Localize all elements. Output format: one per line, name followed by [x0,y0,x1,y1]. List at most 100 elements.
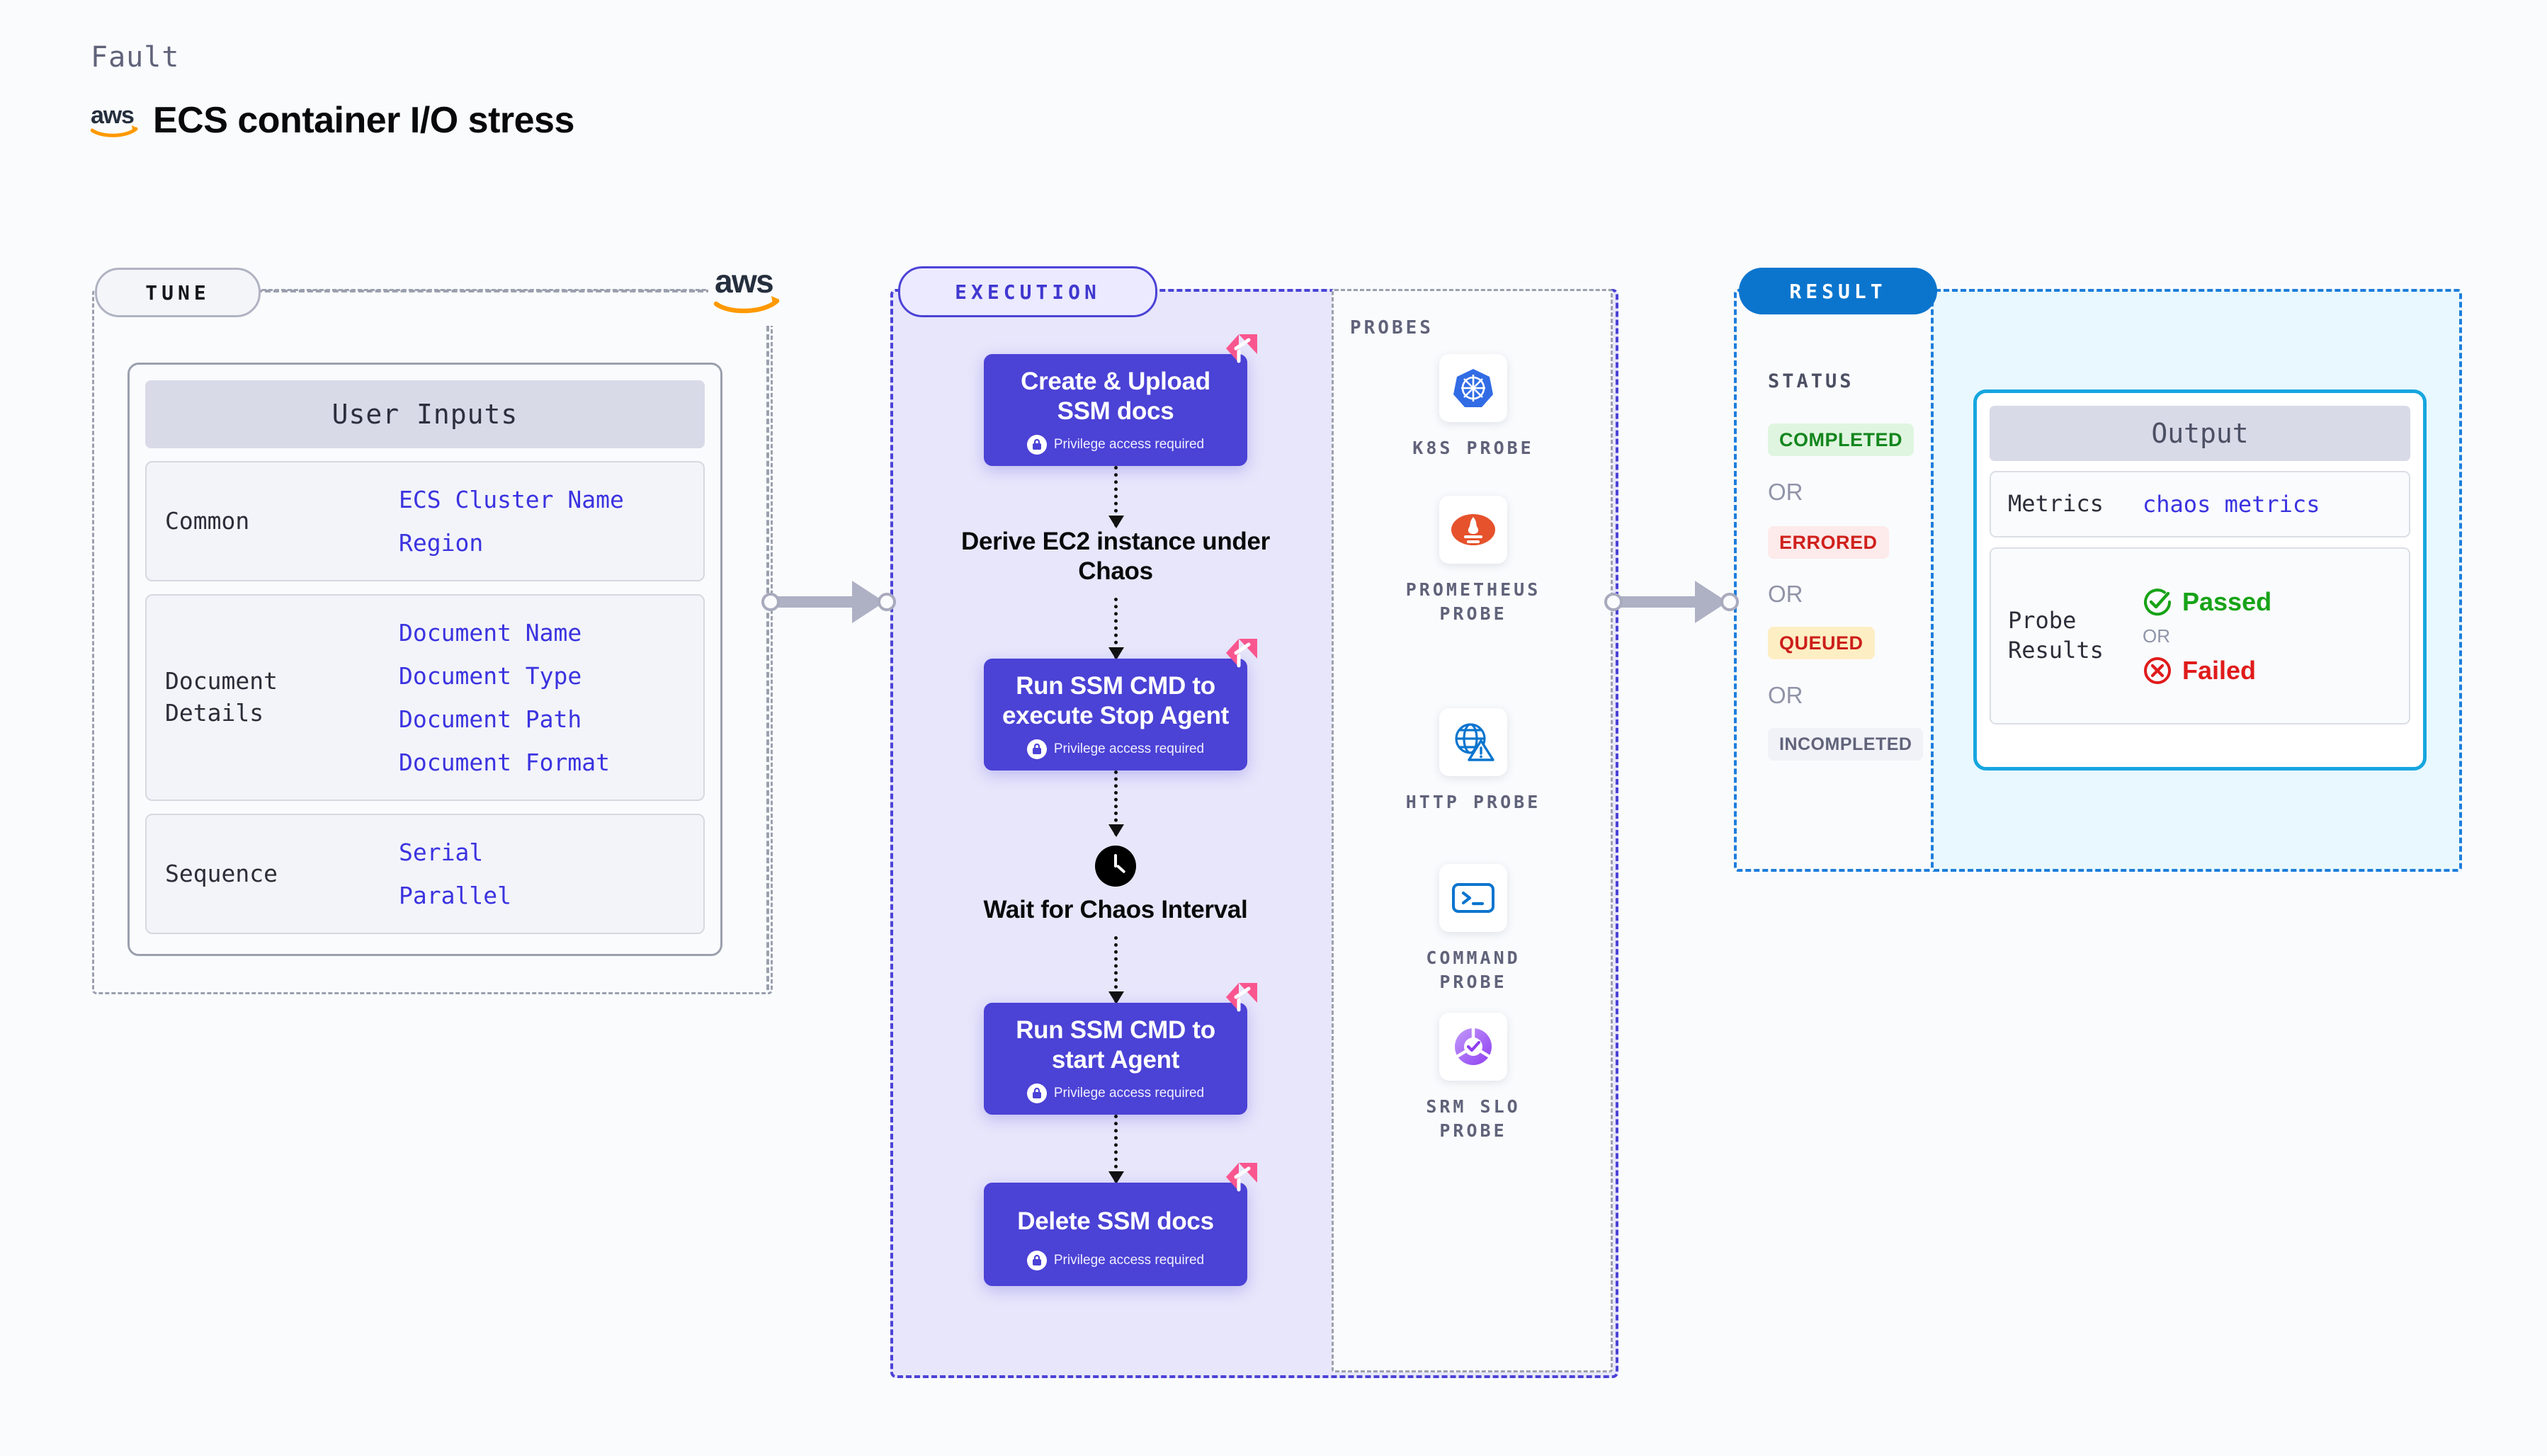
check-circle-icon [2143,587,2172,617]
aws-logo: aws [91,102,139,139]
arrow-bar [1618,596,1699,608]
flow-connector-line [1108,770,1124,837]
input-item[interactable]: Document Format [399,749,611,776]
failed-label: Failed [2182,655,2257,685]
output-title: Output [1990,406,2410,461]
step-run-ssm-cmd-start-agent[interactable]: Run SSM CMD to start Agent Privilege acc… [984,983,1257,1115]
kubernetes-icon [1439,354,1507,422]
privilege-text: Privilege access required [1053,437,1205,452]
probe-command[interactable]: COMMAND PROBE [1388,864,1558,994]
flow-connector-line [1108,466,1124,528]
group-name: Common [165,506,250,535]
output-key: Metrics [2008,490,2104,518]
input-item[interactable]: Document Type [399,662,582,690]
probe-label: SRM SLO PROBE [1426,1096,1521,1141]
group-values: ECS Cluster Name Region [399,486,624,557]
arrow-start-dot [761,593,780,611]
srm-slo-icon [1439,1013,1507,1081]
clock-icon [1095,846,1136,887]
probes-panel [1332,289,1613,1372]
probe-result-values: Passed OR Failed [2143,587,2271,686]
arrow-bar [776,596,856,608]
status-badge-completed: COMPLETED [1768,423,1914,456]
step-run-ssm-cmd-stop-agent[interactable]: Run SSM CMD to execute Stop Agent Privil… [984,639,1257,770]
or-label: OR [1768,479,1803,505]
step-create-upload-ssm-docs[interactable]: Create & Upload SSM docs Privilege acces… [984,334,1257,466]
output-row-probe-results: Probe Results Passed OR [1990,547,2410,724]
output-key: Probe Results [2008,607,2104,664]
group-name: Sequence [165,859,278,887]
tune-to-execution-arrow [761,581,896,623]
command-terminal-icon [1439,864,1507,932]
result-label[interactable]: RESULT [1739,268,1937,314]
output-value-metrics[interactable]: chaos metrics [2143,491,2320,518]
arrow-end-dot [1720,593,1739,611]
privilege-note: Privilege access required [1001,1251,1230,1270]
status-badge-queued: QUEUED [1768,627,1875,659]
privilege-note: Privilege access required [1001,739,1230,759]
lock-icon [1026,435,1047,455]
harness-flag-icon [1218,333,1260,370]
privilege-text: Privilege access required [1053,1253,1205,1268]
probe-srm-slo[interactable]: SRM SLO PROBE [1388,1013,1558,1143]
harness-flag-icon [1218,982,1260,1018]
privilege-note: Privilege access required [1001,1084,1230,1103]
input-item[interactable]: Parallel [399,882,511,909]
input-item[interactable]: ECS Cluster Name [399,486,624,513]
step-derive-ec2-instance: Derive EC2 instance under Chaos [961,528,1270,585]
input-item[interactable]: Region [399,529,484,557]
probes-title: PROBES [1350,317,1434,339]
execution-flow: Create & Upload SSM docs Privilege acces… [953,334,1278,1286]
input-group-document-details: Document Details Document Name Document … [145,594,705,801]
harness-flag-icon [1218,1161,1260,1198]
status-badge-incompleted: INCOMPLETED [1768,728,1924,761]
user-inputs-card: User Inputs Common ECS Cluster Name Regi… [127,363,722,956]
svg-text:aws: aws [91,102,134,129]
lock-icon [1026,1251,1047,1270]
status-badge-errored: ERRORED [1768,526,1889,559]
flow-connector-line [1108,936,1124,1004]
svg-text:aws: aws [715,263,773,300]
passed-label: Passed [2182,586,2272,616]
flow-connector-line [1108,598,1124,660]
x-circle-icon [2143,656,2172,686]
probe-label: HTTP PROBE [1405,792,1541,812]
lock-icon [1026,1084,1047,1103]
tune-label[interactable]: TUNE [95,268,261,317]
or-label: OR [1768,682,1803,708]
step-title: Run SSM CMD to execute Stop Agent [1002,672,1230,729]
execution-label[interactable]: EXECUTION [898,266,1157,317]
group-name: Document Details [165,667,278,727]
step-title: Delete SSM docs [1017,1207,1214,1235]
http-globe-warning-icon [1439,708,1507,776]
step-delete-ssm-docs[interactable]: Delete SSM docs Privilege access require… [984,1163,1257,1286]
step-title: Run SSM CMD to start Agent [1016,1016,1215,1074]
privilege-note: Privilege access required [1001,435,1230,455]
privilege-text: Privilege access required [1053,1086,1205,1100]
page-title: ECS container I/O stress [153,100,574,141]
input-item[interactable]: Document Name [399,619,582,647]
input-group-sequence: Sequence Serial Parallel [145,814,705,934]
tune-vertical-dashed [766,326,769,990]
harness-flag-icon [1218,637,1260,674]
input-group-common: Common ECS Cluster Name Region [145,461,705,581]
group-values: Serial Parallel [399,838,511,909]
flow-connector-line [1108,1115,1124,1184]
user-inputs-title: User Inputs [145,380,705,448]
input-item[interactable]: Serial [399,838,484,866]
arrow-end-dot [878,593,896,611]
probe-prometheus[interactable]: PROMETHEUS PROBE [1388,496,1558,626]
input-item[interactable]: Document Path [399,705,582,733]
probe-label: K8S PROBE [1412,438,1534,458]
probe-k8s[interactable]: K8S PROBE [1388,354,1558,460]
prometheus-icon [1439,496,1507,564]
execution-to-result-arrow [1604,581,1739,623]
probe-http[interactable]: HTTP PROBE [1388,708,1558,814]
lock-icon [1026,739,1047,759]
title-row: aws ECS container I/O stress [91,99,574,142]
group-values: Document Name Document Type Document Pat… [399,619,610,776]
aws-logo-tune: aws [708,255,786,326]
probe-label: PROMETHEUS PROBE [1405,579,1541,624]
privilege-text: Privilege access required [1053,741,1205,756]
status-title: STATUS [1768,370,1854,392]
